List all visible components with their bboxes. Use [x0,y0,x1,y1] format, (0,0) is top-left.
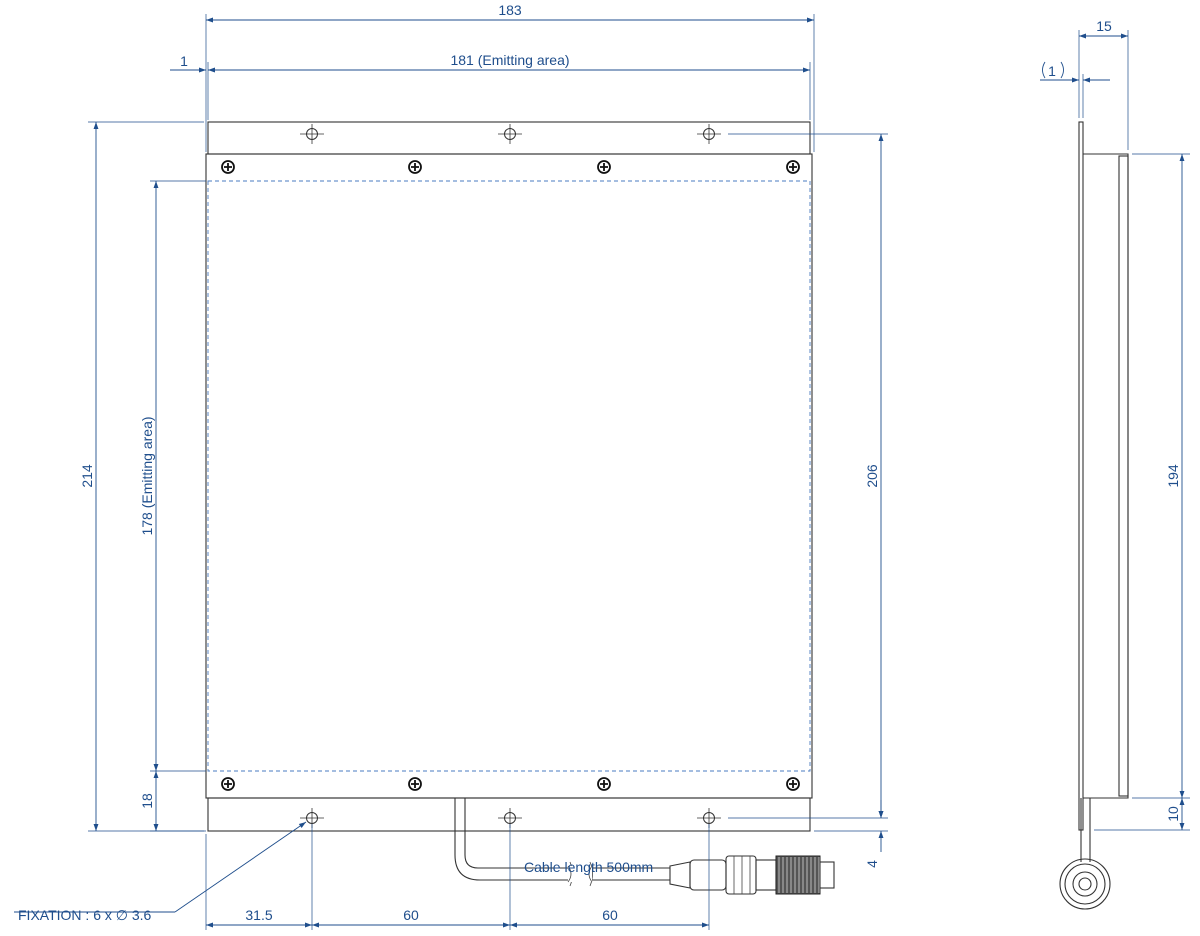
fixation-label: FIXATION : 6 x ∅ 3.6 [18,907,152,923]
dim-side-thickness: 15 [1096,18,1112,34]
screw-icon [408,160,422,174]
dim-hole-spacing-height: 206 [864,464,880,488]
dim-hole-pitch-1: 60 [403,907,419,923]
fixation-hole-icon [300,124,324,144]
side-diffuser [1118,155,1129,797]
dim-hole-offset-x: 31.5 [245,907,272,923]
dim-tab-offset: 4 [864,860,880,868]
dim-edge-offset: 1 [180,53,188,69]
screw-icon [786,160,800,174]
dim-overall-height: 214 [79,464,95,488]
dim-emitting-width: 181 (Emitting area) [450,52,569,68]
screw-icon [597,160,611,174]
dim-side-bottom: 10 [1165,806,1181,822]
side-view: 15 1 194 10 [1040,18,1190,910]
fixation-hole-icon [498,124,522,144]
cable-length-label: Cable length 500mm [524,859,653,875]
dim-bottom-margin: 18 [139,793,155,809]
dim-emitting-height: 178 (Emitting area) [139,416,155,535]
screw-row-bottom [221,777,800,791]
front-view: 183 1 181 (Emitting area) 214 178 (Emitt… [14,2,888,930]
emitting-area-outline [207,180,811,772]
top-mounting-tab [207,121,811,155]
screw-icon [597,777,611,791]
screw-icon [221,777,235,791]
fixation-holes [300,124,721,828]
fixation-hole-icon [697,124,721,144]
screw-icon [786,777,800,791]
screw-row-top [221,160,800,174]
side-plate [1078,121,1084,831]
dim-side-plate: 1 [1048,63,1056,79]
panel-body [205,153,813,799]
cable [454,798,670,887]
connector [669,855,835,895]
dim-side-height: 194 [1165,464,1181,488]
screw-icon [221,160,235,174]
bottom-mounting-tab [207,797,811,832]
screw-icon [408,777,422,791]
dim-hole-pitch-2: 60 [602,907,618,923]
dim-overall-width: 183 [498,2,522,18]
